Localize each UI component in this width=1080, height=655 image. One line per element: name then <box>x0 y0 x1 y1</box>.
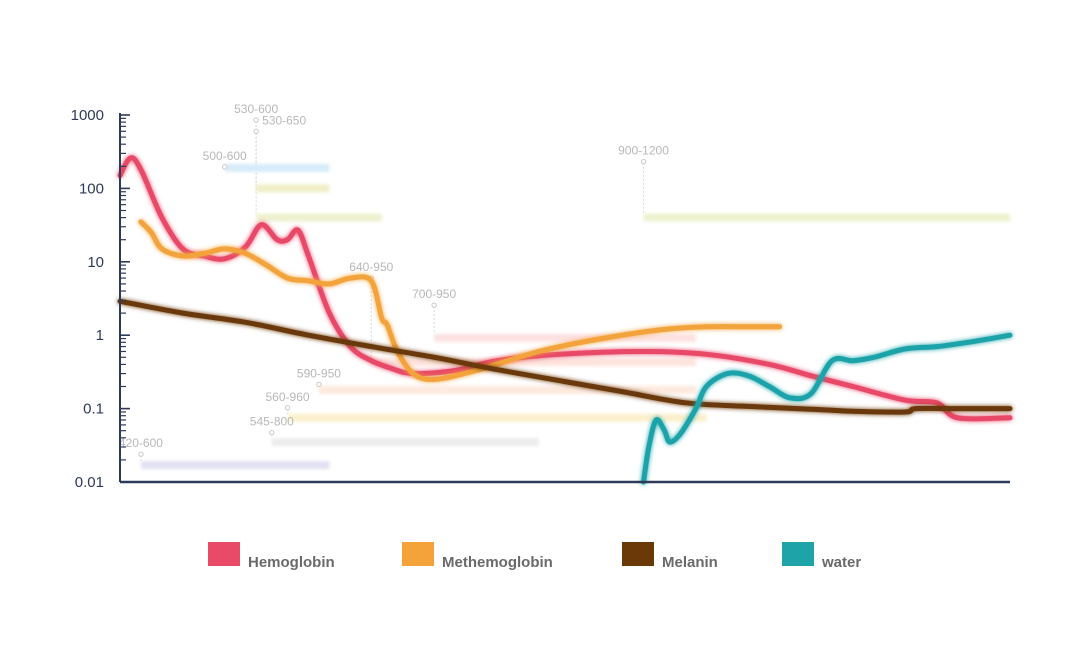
range-marker <box>269 429 275 436</box>
y-tick-label: 100 <box>79 180 104 197</box>
legend-label-methemoglobin: Methemoglobin <box>442 554 553 571</box>
legend-swatch-melanin <box>622 542 654 566</box>
range-bar <box>371 358 696 367</box>
y-tick-label: 0.01 <box>75 474 104 491</box>
range-bar <box>434 333 696 342</box>
range-label: 640-950 <box>349 260 393 274</box>
range-marker <box>640 159 647 165</box>
range-bar <box>271 438 539 447</box>
series-lines <box>117 155 1013 485</box>
legend-swatch-water <box>782 542 814 566</box>
range-bar <box>256 213 382 222</box>
legend-swatch-methemoglobin <box>402 542 434 566</box>
legend-swatch-hemoglobin <box>208 542 240 566</box>
range-bar <box>140 461 330 470</box>
range-label: 545-800 <box>250 415 294 429</box>
range-marker <box>253 128 259 135</box>
y-tick-label: 1 <box>96 327 104 344</box>
range-label: 590-950 <box>297 366 341 380</box>
range-label: 530-600 <box>234 102 278 116</box>
range-label: 500-600 <box>203 149 247 163</box>
range-marker <box>138 451 144 457</box>
range-marker <box>316 381 322 388</box>
range-marker <box>431 302 437 308</box>
y-tick-label: 10 <box>87 254 104 271</box>
legend-label-water: water <box>821 554 861 571</box>
range-bar <box>256 184 330 193</box>
range-bar <box>287 413 707 422</box>
range-marker <box>222 164 228 170</box>
legend-label-hemoglobin: Hemoglobin <box>248 554 335 571</box>
range-label: 530-650 <box>262 113 306 127</box>
range-marker <box>253 117 259 123</box>
range-label: 560-960 <box>266 390 310 404</box>
series-line-melanin <box>117 298 1013 415</box>
y-axis: 1000 100 10 1 0.1 0.01 <box>71 107 1010 491</box>
range-label: 420-600 <box>119 436 163 450</box>
range-marker <box>284 405 291 411</box>
y-tick-label: 0.1 <box>83 401 104 418</box>
series-line-water <box>641 332 1013 485</box>
legend-label-melanin: Melanin <box>662 554 718 571</box>
y-tick-label: 1000 <box>71 107 104 124</box>
range-label: 900-1200 <box>618 144 669 158</box>
range-label: 700-950 <box>412 287 456 301</box>
range-bar <box>643 213 1010 222</box>
legend: Hemoglobin Methemoglobin Melanin water <box>208 542 861 571</box>
series-line-methemoglobin <box>138 219 783 382</box>
range-bar <box>224 163 330 172</box>
range-bar <box>318 385 696 394</box>
